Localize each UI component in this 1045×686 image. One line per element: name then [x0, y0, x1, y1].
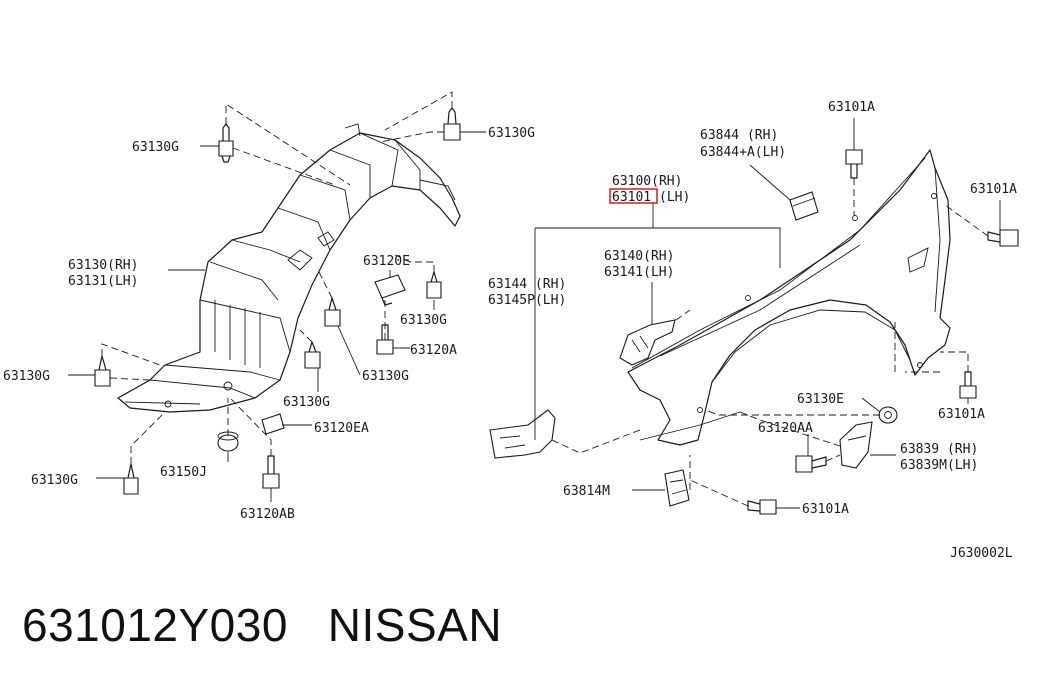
- clip-63130g-top-left: [218, 123, 234, 163]
- label-63844-rh: 63844 (RH): [700, 128, 778, 143]
- label-63101a-lower-right: 63101A: [938, 407, 985, 422]
- left-guide-lines: [68, 91, 486, 502]
- right-guide-lines: [534, 118, 1001, 509]
- label-63131-lh: 63131(LH): [68, 274, 138, 289]
- bolt-63101a-top: [845, 149, 863, 179]
- label-63140-rh: 63140(RH): [604, 249, 674, 264]
- clip-63130g-mid: [324, 297, 341, 327]
- label-63150j: 63150J: [160, 465, 207, 480]
- label-63130-rh: 63130(RH): [68, 258, 138, 273]
- label-63130g-center: 63130G: [283, 395, 330, 410]
- label-63120e: 63120E: [363, 254, 410, 269]
- bolt-63101a-bottom: [747, 499, 777, 515]
- label-63101a-right: 63101A: [970, 182, 1017, 197]
- label-63144-rh: 63144 (RH): [488, 277, 566, 292]
- part-labels: 63130G 63130G 63130(RH) 63131(LH) 63120E…: [3, 100, 1017, 561]
- clip-63130g-left: [94, 355, 111, 387]
- diagram-code: J630002L: [950, 546, 1013, 561]
- bolt-63101a-right: [987, 229, 1019, 247]
- part-highlight-box: [609, 188, 658, 204]
- label-63130g-mid: 63130G: [362, 369, 409, 384]
- label-63145p-lh: 63145P(LH): [488, 293, 566, 308]
- footer-part-number: 631012Y030: [22, 599, 288, 651]
- stay-63144: [489, 409, 556, 459]
- protector-63839: [839, 421, 873, 469]
- label-63120aa: 63120AA: [758, 421, 813, 436]
- label-63130e: 63130E: [797, 392, 844, 407]
- clip-63130g-top-mid: [443, 107, 461, 141]
- label-63120ab: 63120AB: [240, 507, 295, 522]
- bolt-63101a-lower-right: [959, 371, 977, 399]
- clip-63130g-center: [304, 341, 321, 369]
- bolt-63120aa: [795, 455, 827, 473]
- front-fender: [627, 149, 951, 446]
- label-63130g-right: 63130G: [400, 313, 447, 328]
- label-63101a-top: 63101A: [828, 100, 875, 115]
- footer-brand: NISSAN: [327, 599, 503, 651]
- label-63130g-left: 63130G: [3, 369, 50, 384]
- bolt-63120ab: [262, 455, 280, 489]
- fender-liner: [117, 123, 461, 413]
- label-63120ea: 63120EA: [314, 421, 369, 436]
- label-63100-rh: 63100(RH): [612, 174, 682, 189]
- label-63130g-top-mid: 63130G: [488, 126, 535, 141]
- label-63839m-lh: 63839M(LH): [900, 458, 978, 473]
- clip-63120e: [374, 274, 406, 306]
- label-63101-lh: (LH): [659, 190, 690, 205]
- label-63130g-top-left: 63130G: [132, 140, 179, 155]
- clip-63130g-right: [426, 271, 442, 299]
- label-63101a-bottom: 63101A: [802, 502, 849, 517]
- label-63814m: 63814M: [563, 484, 610, 499]
- label-63141-lh: 63141(LH): [604, 265, 674, 280]
- clip-63814m: [664, 469, 690, 507]
- label-63130g-bottom: 63130G: [31, 473, 78, 488]
- bracket-63140: [619, 319, 676, 366]
- footer-caption: 631012Y030 NISSAN: [22, 598, 502, 652]
- label-63839-rh: 63839 (RH): [900, 442, 978, 457]
- label-63120a: 63120A: [410, 343, 457, 358]
- grommet-63130e: [878, 406, 898, 424]
- label-63101: 63101: [612, 190, 651, 205]
- seal-63844: [789, 191, 819, 221]
- clip-63130g-bottom: [123, 463, 139, 495]
- label-63844a-lh: 63844+A(LH): [700, 145, 786, 160]
- clip-63120ea: [261, 413, 285, 435]
